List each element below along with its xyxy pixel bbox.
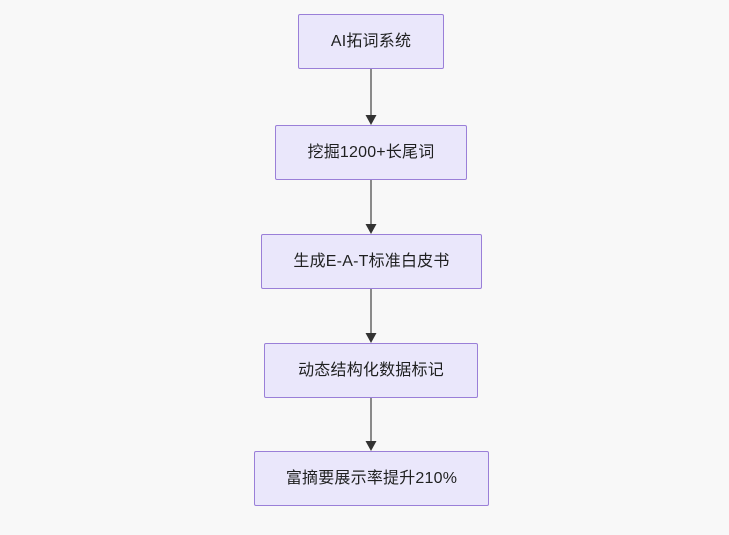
flow-node-label: AI拓词系统 <box>330 32 412 50</box>
flow-connector-2 <box>364 180 378 234</box>
flow-connector-1 <box>364 69 378 125</box>
flow-node-label: 挖掘1200+长尾词 <box>307 143 435 161</box>
flow-connector-4 <box>364 398 378 451</box>
flow-node-label: 动态结构化数据标记 <box>298 361 444 379</box>
flow-node-5[interactable]: 富摘要展示率提升210% <box>254 451 489 506</box>
flow-connector-3 <box>364 289 378 343</box>
flow-node-3[interactable]: 生成E-A-T标准白皮书 <box>261 234 482 289</box>
flow-node-4[interactable]: 动态结构化数据标记 <box>264 343 478 398</box>
flow-node-label: 富摘要展示率提升210% <box>285 469 458 487</box>
flow-node-1[interactable]: AI拓词系统 <box>298 14 444 69</box>
flow-node-2[interactable]: 挖掘1200+长尾词 <box>275 125 467 180</box>
flow-node-label: 生成E-A-T标准白皮书 <box>293 252 450 270</box>
